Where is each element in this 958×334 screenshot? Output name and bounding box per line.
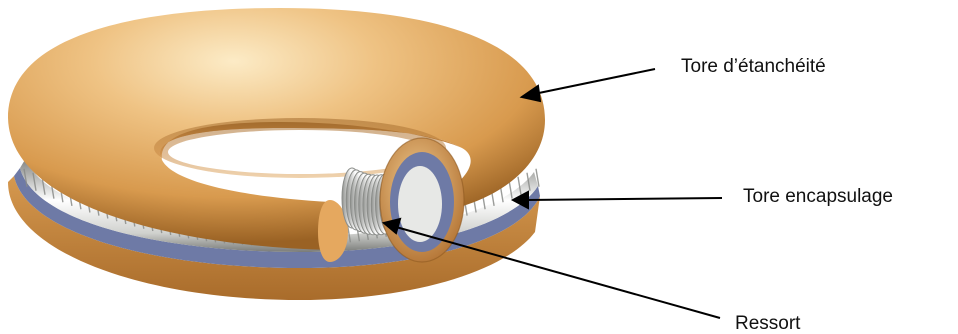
leader-encapsulation-torus [526,198,722,200]
label-seal-torus: Tore d’étanchéité [681,57,826,76]
label-encapsulation-torus: Tore encapsulage [743,187,893,206]
leader-seal-torus [534,69,655,94]
label-spring: Ressort [735,314,800,333]
